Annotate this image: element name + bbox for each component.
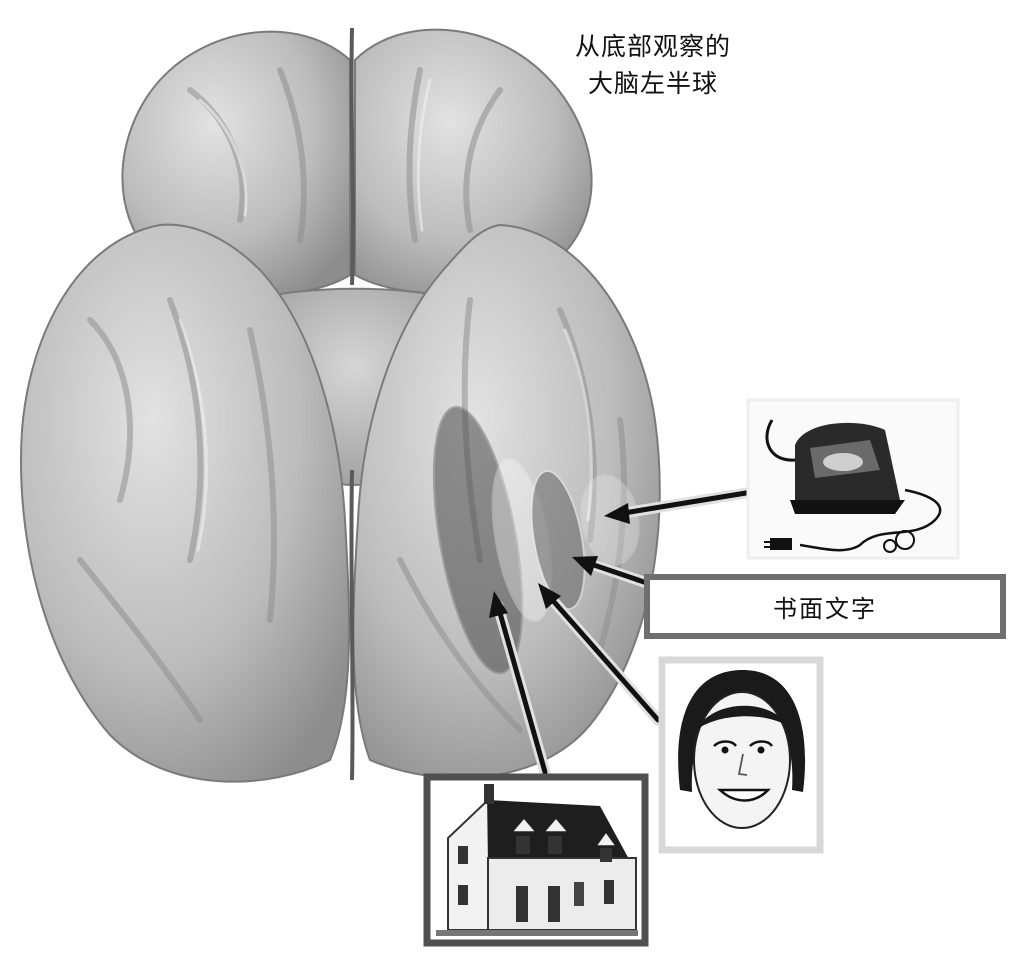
diagram-title-line-1: 从底部观察的	[574, 32, 731, 61]
house-icon	[436, 784, 638, 936]
face-icon	[678, 669, 806, 829]
iron-picture	[746, 398, 960, 560]
arrow-words	[572, 556, 650, 588]
face-picture	[658, 656, 824, 854]
written-words-label: 书面文字	[644, 574, 1006, 639]
iron-icon	[764, 419, 942, 553]
diagram-title-line-2: 大脑左半球	[587, 69, 718, 98]
brain-illustration	[20, 27, 661, 783]
arrow-face	[538, 583, 664, 726]
arrows	[489, 486, 758, 778]
arrow-iron	[604, 486, 758, 524]
house-picture	[423, 773, 649, 947]
arrow-house	[489, 591, 551, 778]
